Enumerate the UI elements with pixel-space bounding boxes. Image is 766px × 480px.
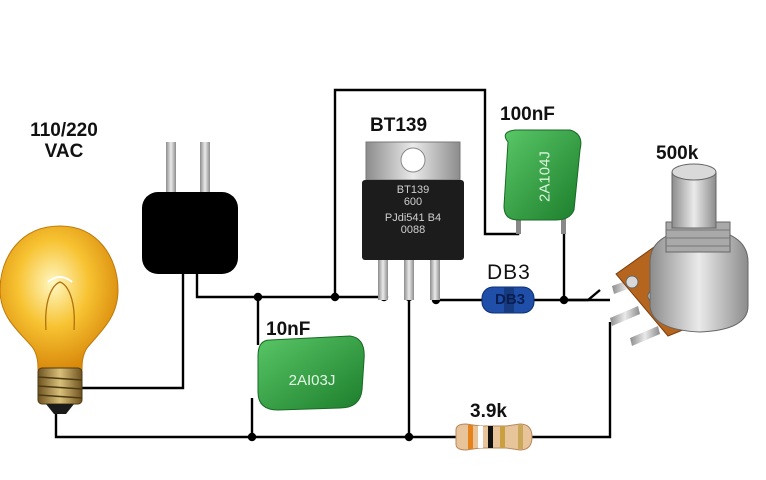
diac-db3	[481, 286, 535, 314]
supply-voltage-label: 110/220	[30, 120, 98, 141]
potentiometer-500k	[610, 163, 749, 346]
diac-marking: DB3	[494, 291, 525, 308]
supply-voltage-unit-label: VAC	[44, 141, 84, 162]
lamp	[0, 225, 119, 414]
resistor-label: 3.9k	[470, 401, 507, 422]
triac-label: BT139	[370, 115, 428, 136]
potentiometer-label: 500k	[656, 143, 699, 164]
capacitor-10nf-label: 10nF	[266, 319, 311, 340]
resistor-3-9k	[455, 423, 533, 451]
capacitor-10nf	[257, 335, 365, 411]
capacitor-100nf	[503, 129, 582, 234]
triac-marking: BT139 600 PJdi541 B4 0088	[362, 184, 464, 236]
triac-marking-line2: 600	[403, 196, 423, 208]
triac-marking-line1: BT139	[396, 184, 430, 196]
diac-label: DB3	[487, 261, 531, 284]
power-plug	[142, 142, 238, 274]
capacitor-100nf-marking: 2A104J	[536, 151, 554, 202]
capacitor-10nf-marking: 2AI03J	[288, 372, 336, 389]
triac-bt139	[362, 141, 464, 300]
capacitor-100nf-label: 100nF	[500, 104, 555, 125]
triac-marking-line3: PJdi541 B4	[384, 212, 442, 224]
triac-marking-line4: 0088	[400, 224, 426, 236]
